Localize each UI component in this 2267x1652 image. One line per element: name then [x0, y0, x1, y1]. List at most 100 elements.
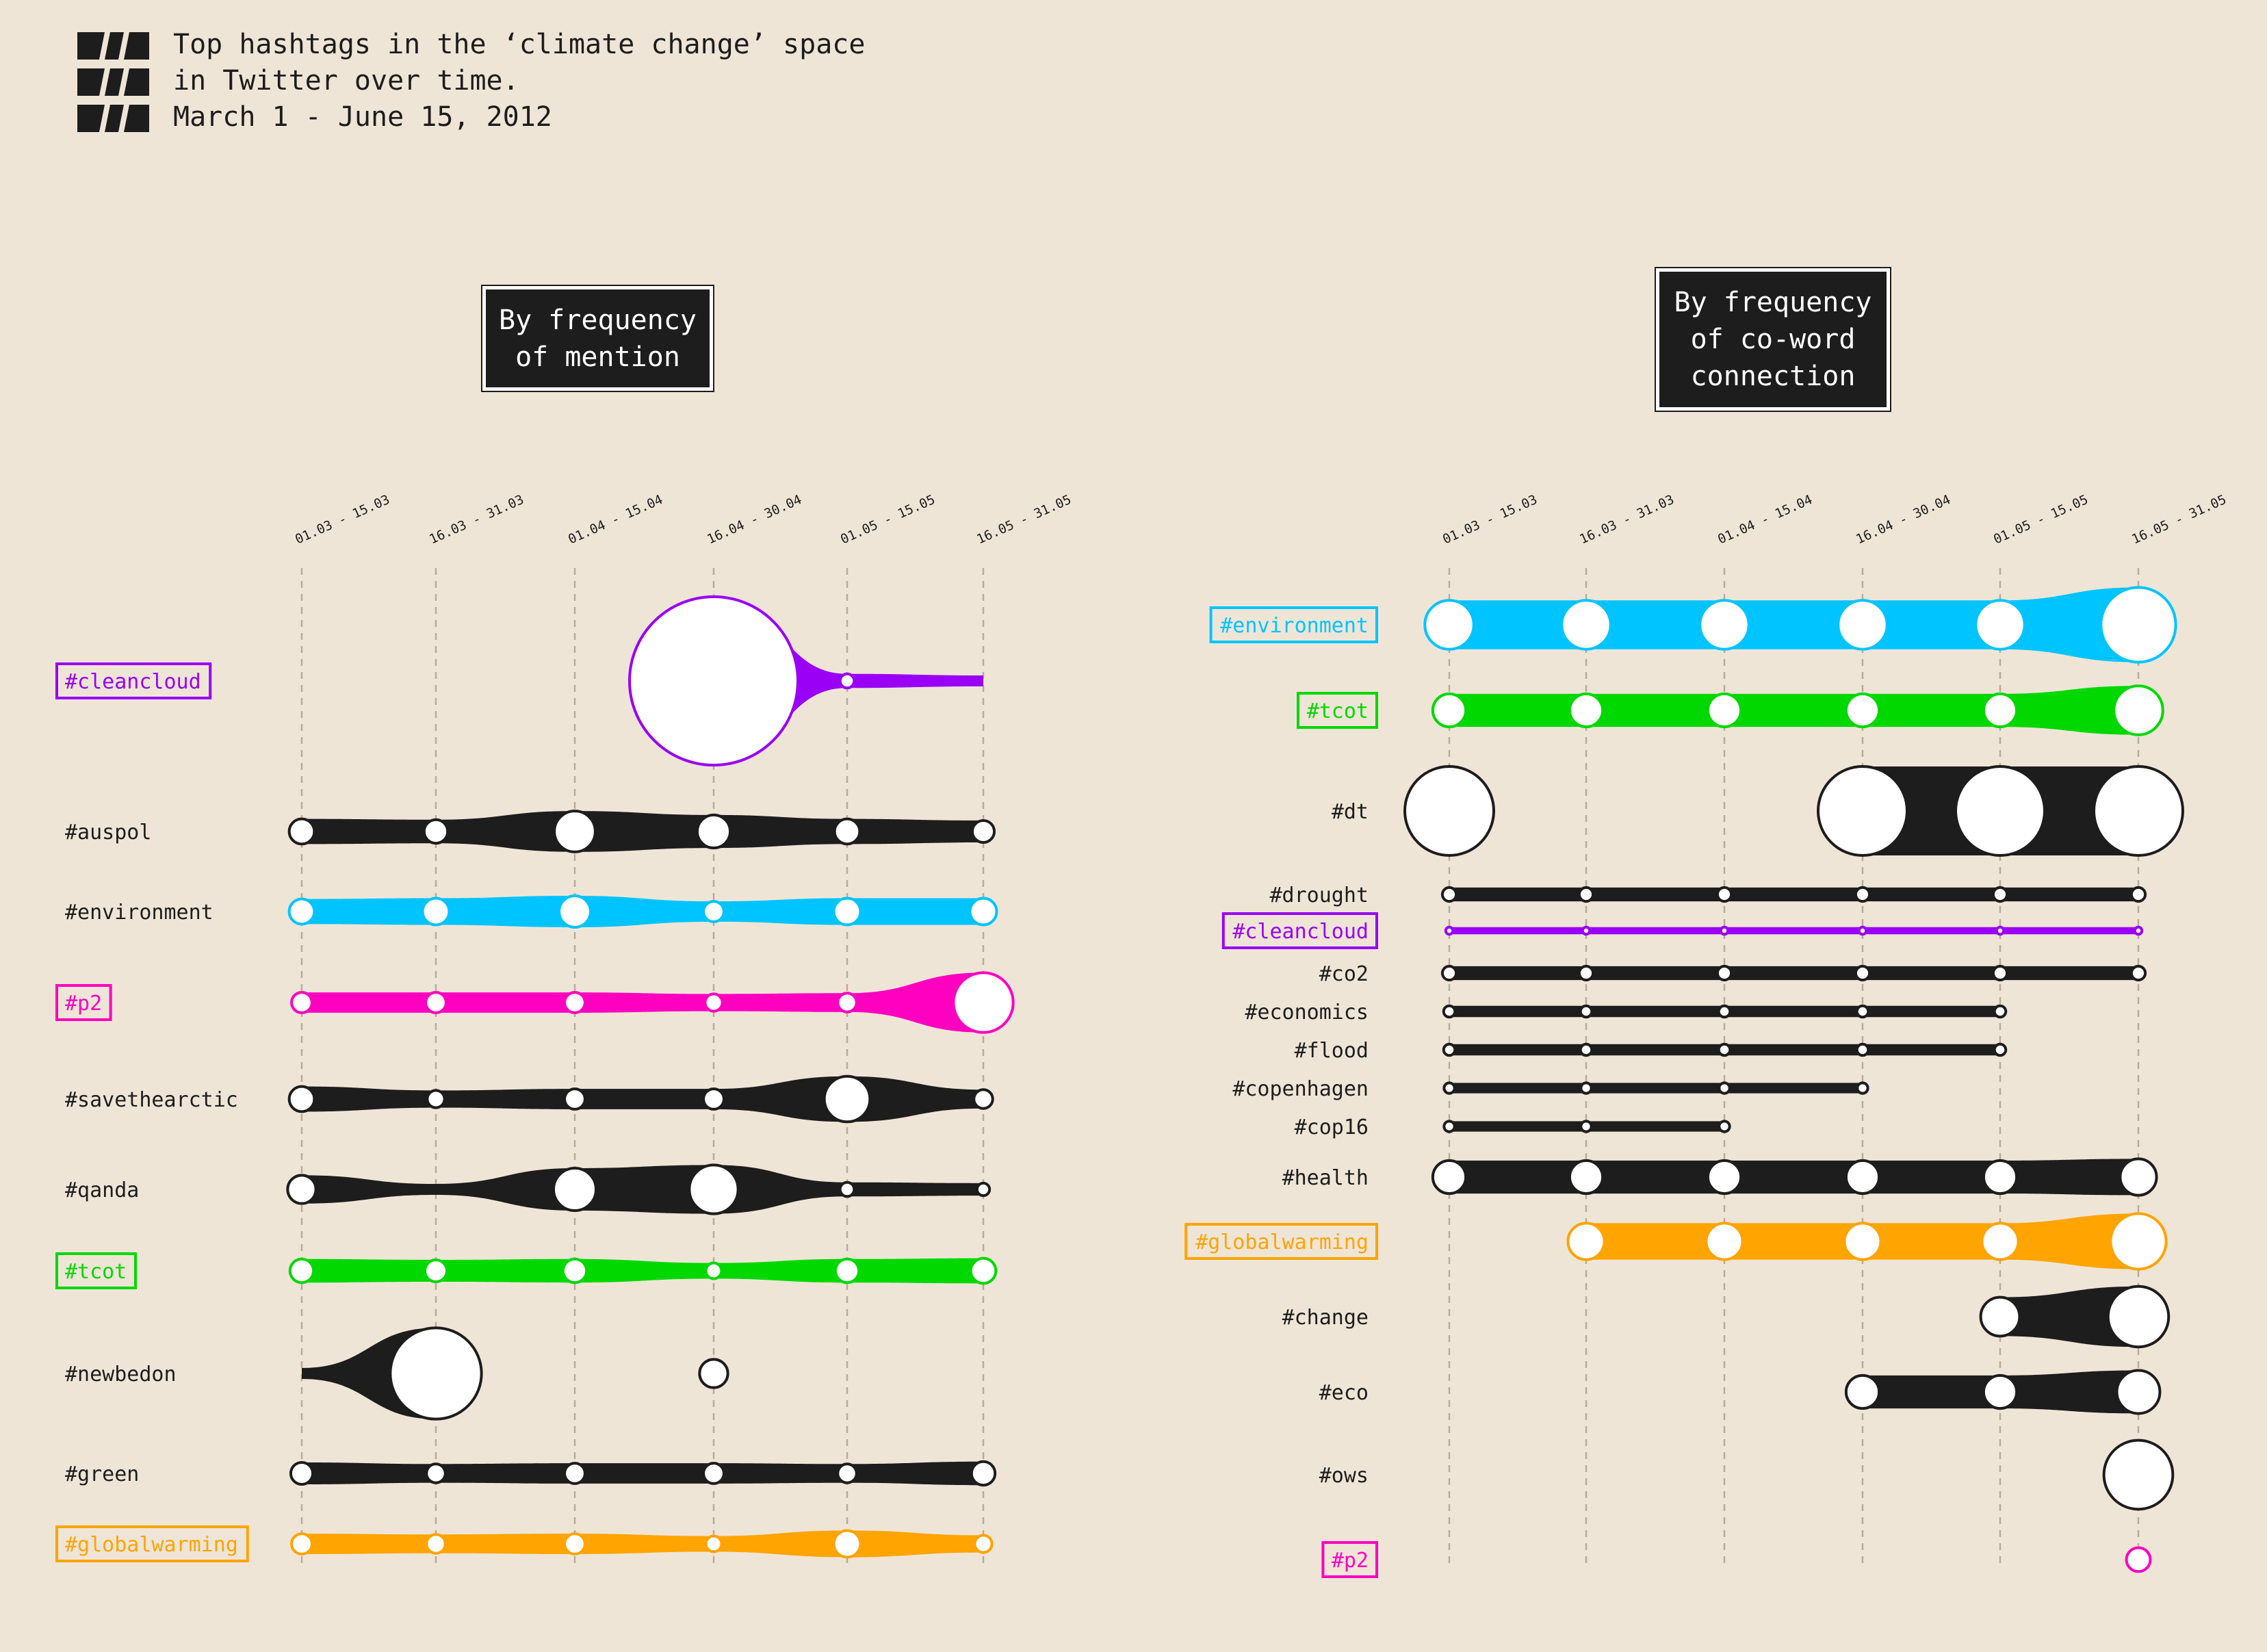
data-node	[1431, 692, 1468, 729]
ribbon-segment	[1449, 966, 1586, 981]
ribbon-segment	[1449, 1044, 1586, 1056]
ribbon-segment	[1724, 927, 1863, 935]
ribbon-segment	[302, 818, 436, 844]
data-node	[695, 813, 732, 850]
ribbon-segment	[575, 1259, 714, 1283]
tick-label: 16.04 - 30.04	[1854, 492, 1953, 547]
data-node	[2112, 684, 2164, 736]
data-node	[1403, 765, 1495, 857]
data-node	[952, 971, 1015, 1034]
title-line-1: Top hashtags in the ‘climate change’ spa…	[173, 29, 866, 60]
series-p2: #p2	[1321, 1541, 2152, 1578]
data-node	[1705, 1222, 1744, 1261]
series-health: #health	[1282, 1157, 2158, 1197]
tick-label: 01.04 - 15.04	[1715, 492, 1815, 547]
data-node	[1442, 1081, 1456, 1095]
ribbon-segment	[1724, 693, 1863, 727]
ribbon-segment	[1863, 966, 2000, 981]
data-node	[563, 991, 586, 1014]
ribbon-segment	[1449, 693, 1586, 727]
data-node	[286, 1174, 318, 1205]
data-node	[289, 1460, 315, 1486]
ribbon-segment	[1586, 693, 1724, 727]
series-label-box	[55, 1525, 249, 1562]
data-node	[688, 1163, 740, 1215]
series-p2: #p2	[55, 971, 1015, 1034]
hashtag-stripes-icon	[77, 32, 149, 60]
ribbon-segment	[575, 896, 714, 927]
data-node	[2102, 1438, 2175, 1511]
ribbon-segment	[436, 1089, 575, 1109]
data-node	[1856, 1081, 1869, 1095]
data-node	[426, 1089, 446, 1109]
ribbon-segment	[1586, 927, 1724, 935]
title-line-2: in Twitter over time.	[173, 65, 519, 96]
series-copenhagen: #copenhagen	[1232, 1077, 1869, 1101]
data-node	[1979, 1295, 2021, 1338]
ribbon-segment	[2000, 966, 2138, 981]
data-node	[558, 894, 592, 929]
data-node	[702, 900, 725, 923]
series-label: #cop16	[1295, 1115, 1369, 1139]
data-node	[1991, 886, 2009, 903]
series-label-box	[1209, 606, 1378, 643]
data-node	[1843, 1222, 1882, 1261]
data-node	[425, 1533, 447, 1555]
ribbon-segment	[1586, 1160, 1724, 1194]
data-node	[1577, 964, 1595, 982]
hashtag-stripes-icon	[77, 105, 149, 132]
series-economics: #economics	[1245, 1001, 2008, 1024]
data-node	[1719, 925, 1730, 936]
ribbon-segment	[302, 1534, 436, 1554]
ribbon-segment	[1863, 1223, 2000, 1260]
data-node	[1982, 1373, 2019, 1410]
hashtag-stripes-icon	[77, 68, 149, 96]
series-label: #copenhagen	[1232, 1077, 1369, 1101]
series-qanda: #qanda	[65, 1163, 992, 1215]
ribbon-segment	[1863, 1044, 2000, 1056]
data-node	[2129, 964, 2147, 982]
series-label: #environment	[65, 901, 213, 925]
data-node	[1579, 1004, 1594, 1019]
ribbon-segment	[436, 1534, 575, 1554]
data-node	[423, 1258, 449, 1284]
data-node	[833, 817, 862, 846]
series-newbedon: #newbedon	[65, 1326, 729, 1421]
data-node	[1715, 964, 1733, 982]
data-node	[968, 896, 998, 927]
data-node	[1837, 599, 1889, 651]
series-environment: #environment	[1209, 586, 2177, 664]
data-node	[2093, 765, 2184, 857]
series-label: #health	[1282, 1166, 1369, 1190]
ribbon-segment	[1724, 887, 1863, 902]
series-label-box	[1321, 1541, 1379, 1578]
ribbon-segment	[714, 1259, 847, 1283]
ribbon-segment	[847, 1076, 983, 1122]
data-node	[290, 1532, 313, 1556]
ribbon-segment	[2000, 1159, 2138, 1196]
ribbon-segment	[847, 1182, 983, 1197]
data-node	[1560, 599, 1612, 651]
series-label: #drought	[1270, 883, 1369, 907]
data-node	[1993, 1004, 2008, 1019]
series-label: #flood	[1295, 1039, 1369, 1063]
series-label-box	[55, 1252, 137, 1289]
data-node	[1982, 692, 2019, 729]
ribbon-segment	[1449, 1083, 1586, 1094]
data-node	[1577, 886, 1595, 903]
series-auspol: #auspol	[65, 810, 996, 853]
ribbon-segment	[2000, 1286, 2138, 1347]
ribbon-segment	[847, 972, 983, 1033]
data-node	[1423, 599, 1475, 651]
data-node	[287, 1085, 316, 1113]
data-node	[1718, 1120, 1731, 1133]
ribbon-segment	[436, 992, 575, 1013]
ribbon-segment	[1586, 966, 1724, 981]
ribbon-segment	[1863, 1005, 2000, 1018]
ribbon-segment	[847, 1530, 983, 1558]
data-node	[1442, 1120, 1456, 1133]
series-label: #tcot	[65, 1260, 127, 1284]
ribbon-segment	[1863, 1375, 2000, 1409]
data-node	[832, 1529, 862, 1559]
